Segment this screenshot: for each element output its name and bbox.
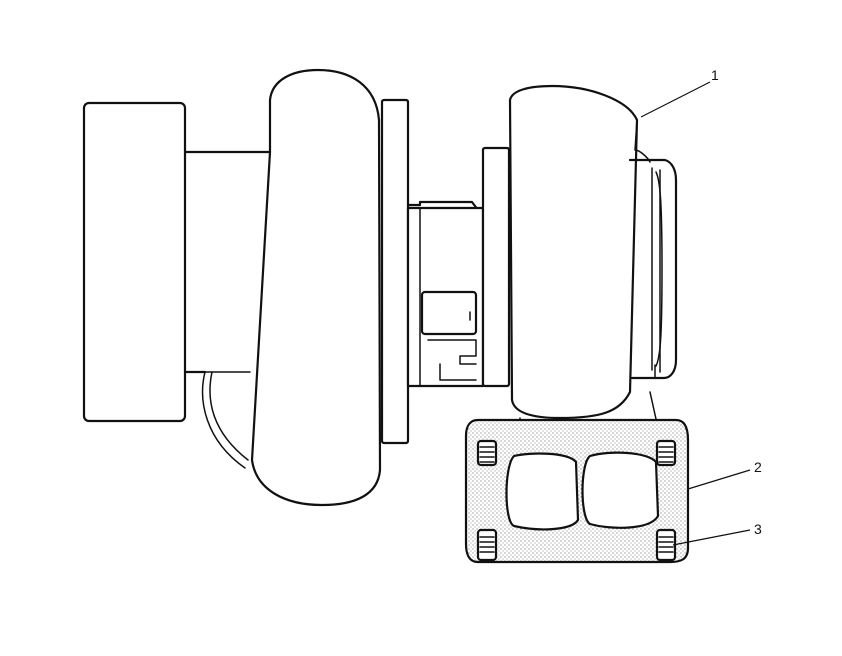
leader-2 <box>687 469 751 490</box>
mounting-studs <box>476 439 677 562</box>
compressor-inlet <box>82 101 187 423</box>
callout-1: 1 <box>711 67 719 83</box>
exhaust-flange <box>464 391 690 564</box>
leader-3 <box>672 529 751 546</box>
callout-3: 3 <box>754 521 762 537</box>
callout-2: 2 <box>754 459 762 475</box>
turbine-backplate <box>481 146 511 388</box>
bearing-housing <box>406 200 485 388</box>
stud-top-right <box>655 439 677 467</box>
leader-1 <box>640 81 711 118</box>
leader-lines <box>640 81 751 546</box>
center-flange <box>380 98 410 445</box>
stud-top-left <box>476 439 498 467</box>
compressor-neck <box>183 150 272 469</box>
stud-bottom-right <box>655 528 677 562</box>
stud-bottom-left <box>476 528 498 562</box>
turbine-housing <box>508 84 651 420</box>
compressor-housing <box>250 68 382 507</box>
turbine-outlet <box>628 158 678 380</box>
